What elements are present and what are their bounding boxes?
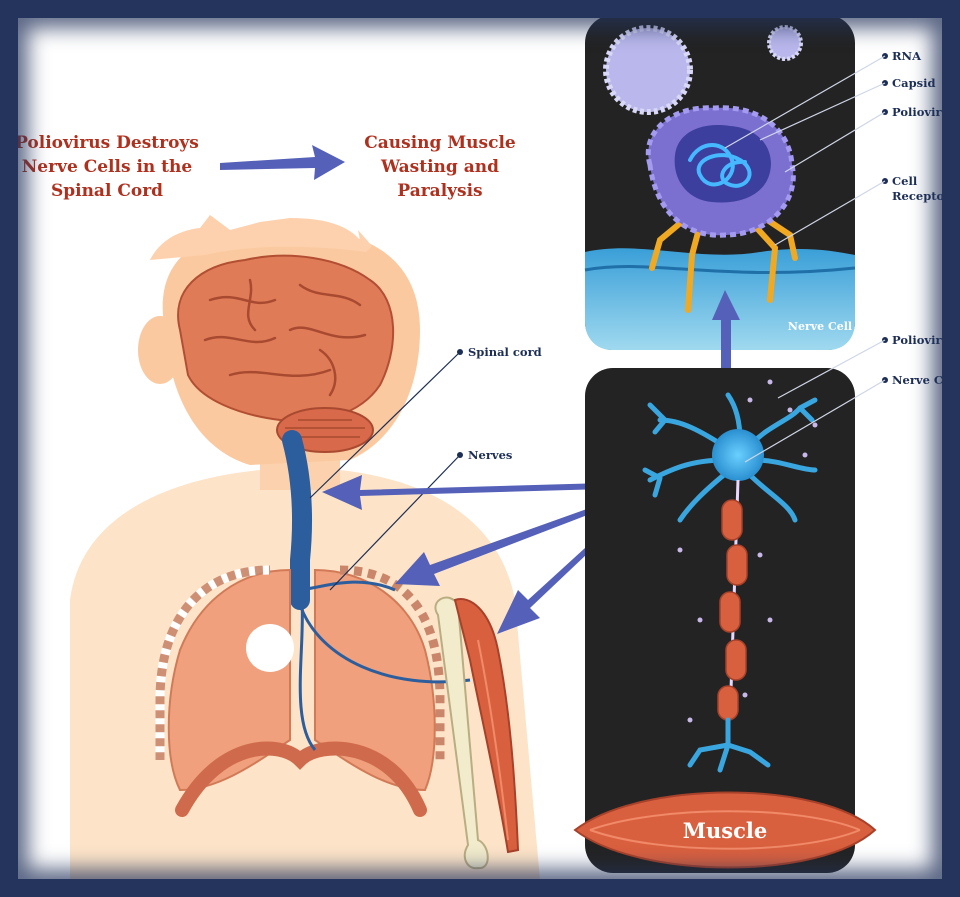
virus-panel: Nerve Cell bbox=[585, 15, 855, 350]
nerve-cell-panel-label: Nerve Cell bbox=[788, 320, 852, 333]
myelin-3 bbox=[720, 592, 740, 632]
spinal-cord bbox=[292, 440, 302, 600]
svg-text:Nerves: Nerves bbox=[468, 448, 512, 462]
capsid bbox=[675, 125, 771, 202]
heart-spot bbox=[246, 624, 294, 672]
myelin-4 bbox=[726, 640, 746, 680]
svg-text:Receptor: Receptor bbox=[892, 189, 951, 203]
myelin-5 bbox=[718, 686, 738, 720]
heading-effect: Causing Muscle Wasting and Paralysis bbox=[364, 133, 516, 201]
cell-membrane bbox=[585, 248, 855, 350]
child-silhouette bbox=[70, 215, 540, 880]
heading-cause-line-3: Spinal Cord bbox=[51, 181, 163, 201]
cause-effect-arrow bbox=[220, 145, 345, 180]
heading-cause-line-2: Nerve Cells in the bbox=[22, 157, 193, 177]
svg-text:Cell: Cell bbox=[892, 174, 918, 188]
heading-effect-line-1: Causing Muscle bbox=[364, 133, 516, 153]
neuron-panel: Muscle bbox=[575, 368, 875, 873]
myelin-1 bbox=[722, 500, 742, 540]
heading-cause: Poliovirus Destroys Nerve Cells in the S… bbox=[15, 133, 199, 201]
muscle-label: Muscle bbox=[683, 818, 767, 843]
heading-cause-line-1: Poliovirus Destroys bbox=[15, 133, 199, 153]
svg-text:Poliovirus: Poliovirus bbox=[892, 105, 956, 119]
svg-text:Poliovirus: Poliovirus bbox=[892, 333, 956, 347]
heading-effect-line-3: Paralysis bbox=[397, 181, 482, 201]
svg-text:Nerve Cell: Nerve Cell bbox=[892, 373, 960, 387]
free-virus-large bbox=[606, 28, 690, 112]
svg-text:Capsid: Capsid bbox=[892, 76, 936, 90]
svg-text:Spinal cord: Spinal cord bbox=[468, 345, 542, 359]
free-virus-small bbox=[769, 27, 801, 59]
svg-text:RNA: RNA bbox=[892, 49, 922, 63]
myelin-2 bbox=[727, 545, 747, 585]
heading-effect-line-2: Wasting and bbox=[380, 157, 499, 177]
